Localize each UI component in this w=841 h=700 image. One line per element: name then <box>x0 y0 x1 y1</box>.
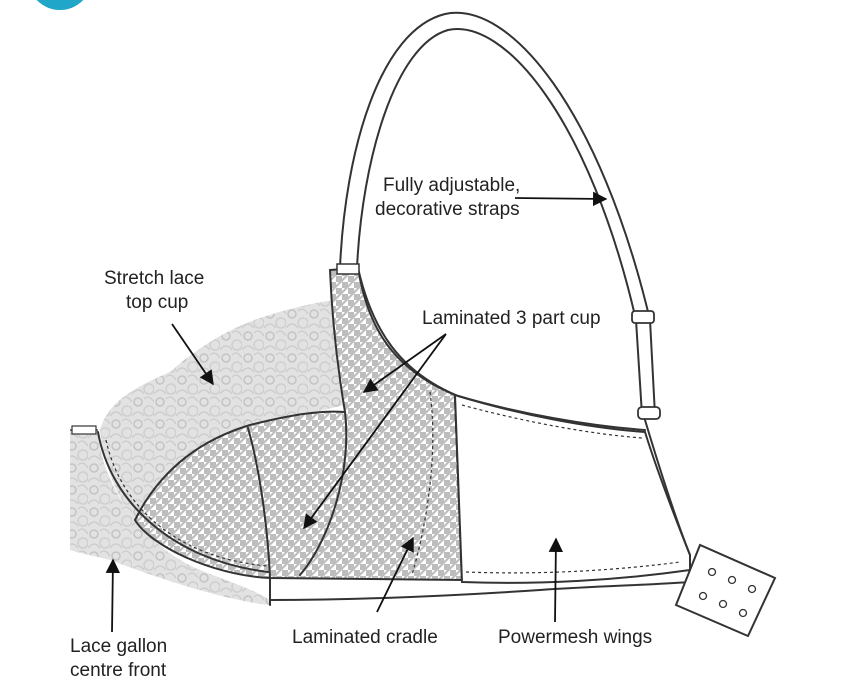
arrow-gallon <box>105 558 121 633</box>
arrow-cup-1 <box>362 333 447 393</box>
label-cup: Laminated 3 part cup <box>422 308 601 329</box>
laminated-cup <box>133 266 464 582</box>
label-straps-2: decorative straps <box>375 199 520 220</box>
label-lace-top-2: top cup <box>126 292 188 313</box>
corner-badge <box>36 0 84 10</box>
label-lace-top-1: Stretch lace <box>104 268 204 289</box>
lace-top-cup <box>100 300 345 520</box>
arrow-straps <box>514 191 608 207</box>
label-gallon-2: centre front <box>70 660 167 681</box>
label-gallon-1: Lace gallon <box>70 636 167 657</box>
hook-and-eye <box>674 543 777 638</box>
strap-slider <box>631 310 655 324</box>
strap-ring-front <box>336 263 360 275</box>
strap <box>339 11 656 416</box>
strap-ring-back <box>637 406 661 420</box>
label-straps-1: Fully adjustable, <box>383 175 520 196</box>
arrow-lace-top <box>171 323 214 386</box>
gore-tab <box>71 425 97 435</box>
arrow-cup-2 <box>303 333 447 530</box>
powermesh-wing <box>453 393 691 584</box>
label-cradle: Laminated cradle <box>292 627 438 648</box>
arrow-cradle <box>376 536 414 613</box>
label-wings: Powermesh wings <box>498 627 652 648</box>
arrow-wings <box>548 537 564 623</box>
